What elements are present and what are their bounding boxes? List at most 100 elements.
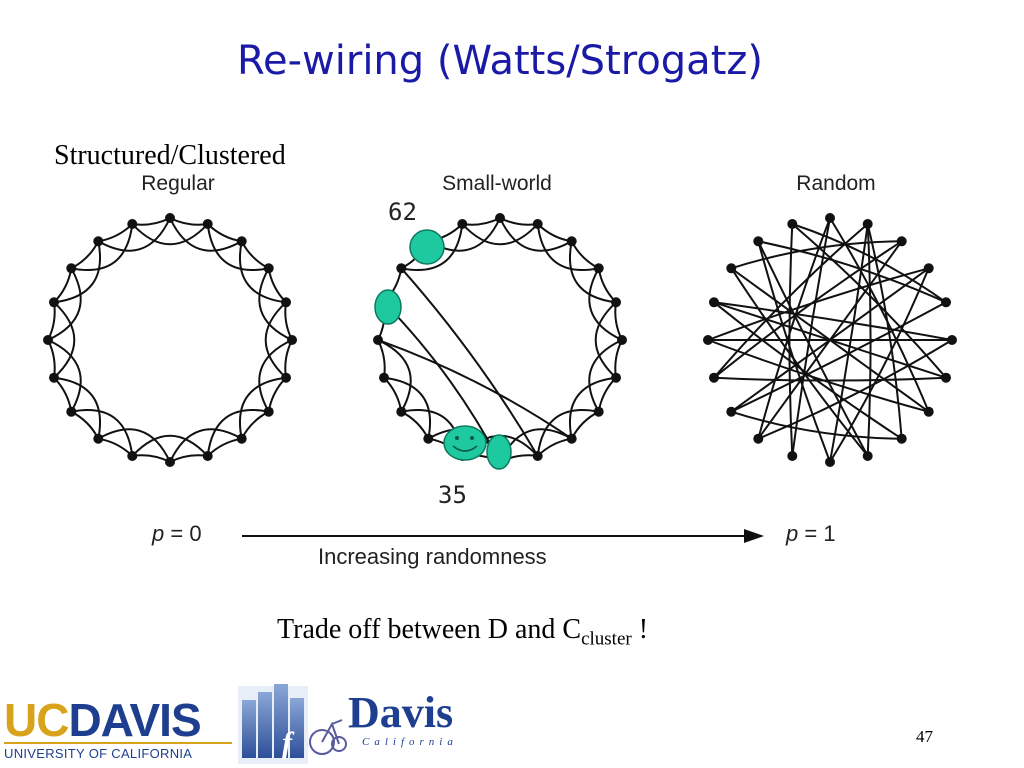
network-node [923, 406, 934, 417]
network-node [593, 263, 604, 274]
network-node [281, 372, 291, 383]
p-one-label: p = 1 [786, 521, 836, 546]
network-node [287, 335, 297, 345]
lattice-edge [97, 217, 171, 252]
panel-label-small-world: Small-world [442, 172, 552, 195]
network-node [896, 236, 907, 247]
network-node [93, 236, 104, 247]
network-node [532, 219, 543, 229]
random-edge [866, 223, 903, 439]
network-node [66, 406, 77, 417]
lattice-edge [258, 339, 293, 413]
random-edge [791, 223, 947, 379]
lattice-edge [239, 376, 287, 439]
random-edge [713, 301, 953, 341]
random-edge [791, 223, 947, 304]
random-edge [730, 410, 902, 440]
lattice-edge [239, 241, 287, 304]
network-node [947, 335, 957, 345]
network-node [726, 406, 737, 417]
random-edge [730, 301, 947, 413]
network-node [396, 263, 407, 274]
network-node [617, 335, 627, 345]
lattice-edge [569, 241, 617, 304]
network-node [726, 263, 737, 274]
random-edge [730, 267, 930, 413]
lattice-edge [169, 217, 243, 252]
random-edge [707, 267, 929, 341]
network-node [495, 213, 505, 223]
lattice-edge [258, 267, 293, 341]
network-node [862, 451, 873, 461]
random-edge [757, 240, 869, 457]
lattice-edge [206, 223, 269, 271]
lattice-edge [71, 409, 134, 457]
panel-label-random: Random [796, 172, 876, 195]
node-label-62: 62 [388, 198, 417, 226]
random-edge [707, 339, 929, 413]
network-node [396, 406, 407, 417]
random-edge [829, 267, 930, 463]
random-edge [829, 223, 869, 463]
network-node [263, 406, 274, 417]
highlight-node-neighbor [486, 434, 512, 470]
random-edge [757, 339, 953, 440]
network-node [281, 297, 291, 308]
network-node [862, 219, 873, 229]
network-node [532, 451, 543, 461]
network-node [787, 219, 798, 229]
network-node [593, 406, 604, 417]
shortcut-edge [383, 301, 501, 463]
lattice-edge [264, 301, 287, 379]
davis-city-logo: Davis California [348, 688, 458, 749]
lattice-edge [53, 376, 101, 439]
network-node [611, 372, 621, 383]
lattice-edge [401, 223, 464, 271]
network-node [236, 433, 247, 444]
random-edge [758, 240, 947, 304]
network-node [263, 263, 274, 274]
random-network [703, 213, 957, 467]
lattice-edge [131, 223, 209, 246]
randomness-arrowhead [744, 529, 764, 543]
lattice-edge [169, 428, 243, 463]
network-node [43, 335, 53, 345]
lattice-edge [594, 301, 617, 379]
page-number: 47 [916, 727, 933, 746]
network-node [165, 213, 175, 223]
random-edge [829, 217, 930, 413]
slide-title: Re-wiring (Watts/Strogatz) [237, 38, 763, 84]
lattice-edge [377, 339, 412, 413]
network-node [941, 372, 951, 383]
network-node [127, 451, 138, 461]
highlight-node-62 [409, 229, 445, 265]
lattice-edge [53, 241, 101, 304]
regular-ring-network [43, 213, 297, 467]
node-label-35: 35 [438, 481, 467, 509]
lattice-edge [536, 409, 599, 457]
random-edge [713, 301, 903, 440]
network-node [49, 297, 59, 308]
random-edge [713, 240, 903, 379]
shortcut-edge [377, 339, 573, 440]
network-node [236, 236, 247, 247]
lattice-edge [71, 223, 134, 271]
ucdavis-logo: UCDAVIS UNIVERSITY OF CALIFORNIA [4, 696, 232, 766]
lattice-edge [536, 223, 599, 271]
smiley-node-35 [443, 425, 487, 461]
network-node [127, 219, 138, 229]
tradeoff-text: Trade off between D and Ccluster ! [277, 614, 649, 650]
panel-label-regular: Regular [141, 172, 215, 195]
network-node [93, 433, 104, 444]
network-node [373, 335, 383, 345]
network-node [202, 451, 213, 461]
lattice-edge [588, 267, 623, 341]
lattice-edge [383, 376, 431, 439]
network-node [825, 457, 835, 467]
network-node [825, 213, 835, 223]
highlight-node-left [374, 289, 402, 325]
random-edge [713, 223, 869, 379]
network-node [753, 236, 764, 247]
network-node [896, 433, 907, 444]
